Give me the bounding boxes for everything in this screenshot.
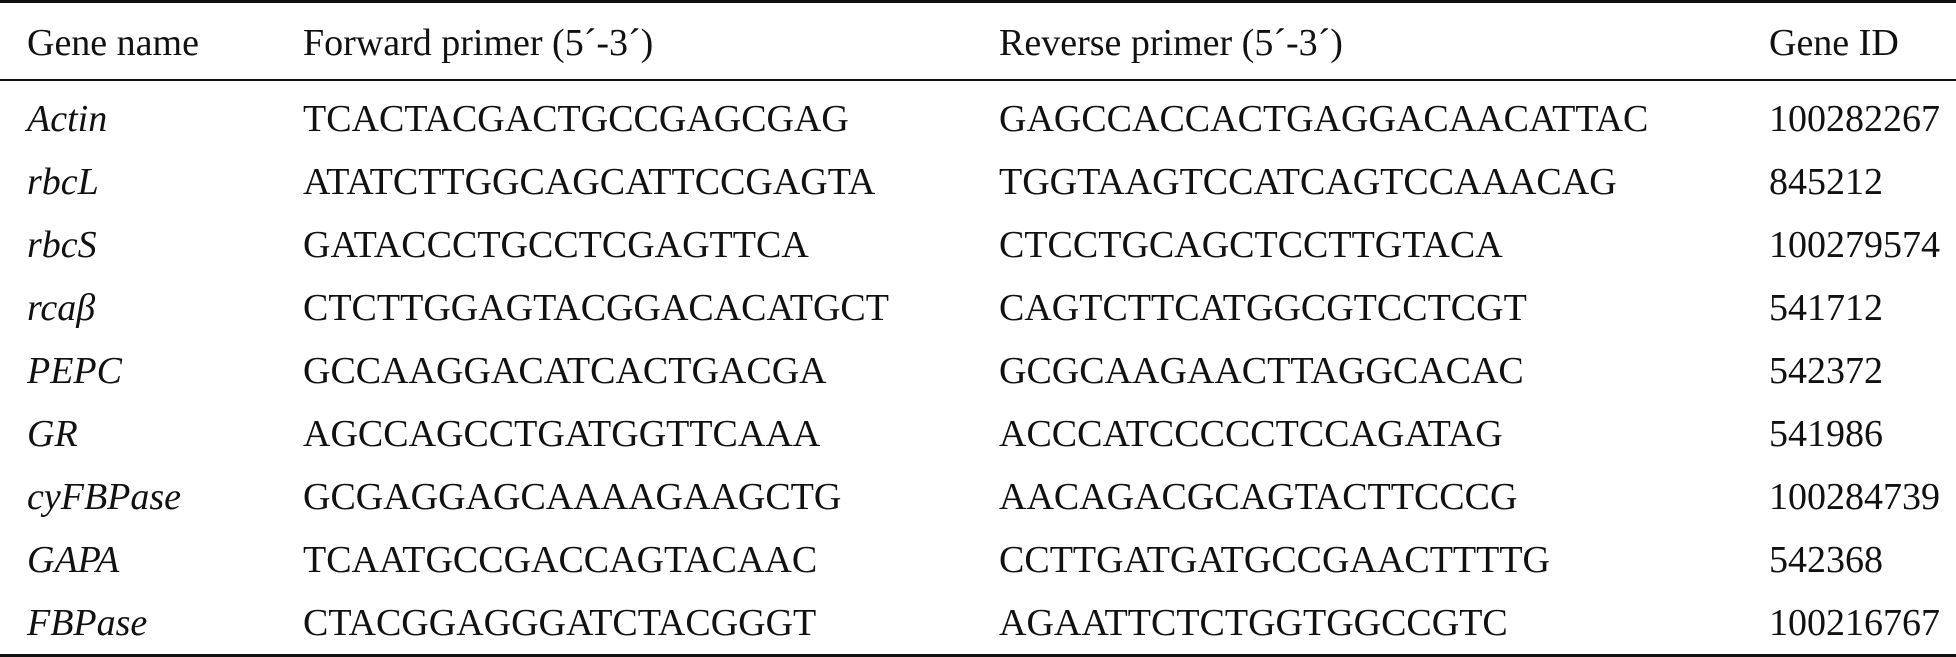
cell-gene-name: rbcL [27,160,99,203]
cell-reverse-primer: AACAGACGCAGTACTTCCCG [999,475,1518,518]
header-reverse-primer: Reverse primer (5´-3´) [999,22,1343,64]
cell-gene-id: 541986 [1769,412,1883,455]
table-row: GR AGCCAGCCTGATGGTTCAAA ACCCATCCCCCTCCAGAT… [0,402,1956,465]
cell-reverse-primer: TGGTAAGTCCATCAGTCCAAACAG [999,160,1617,203]
cell-gene-id: 100282267 [1769,97,1940,140]
header-gene-id: Gene ID [1769,22,1899,64]
table-row: PEPC GCCAAGGACATCACTGACGA GCGCAAGAACTTAGGC… [0,339,1956,402]
cell-forward-primer: GCCAAGGACATCACTGACGA [303,349,827,392]
cell-gene-id: 542368 [1769,538,1883,581]
table-row: rbcS GATACCCTGCCTCGAGTTCA CTCCTGCAGCTCCTTG… [0,213,1956,276]
cell-gene-name: Actin [27,97,108,140]
table-row: FBPase CTACGGAGGGATCTACGGGT AGAATTCTCTGGTG… [0,591,1956,656]
cell-forward-primer: ATATCTTGGCAGCATTCCGAGTA [303,160,876,203]
table-header: Gene name Forward primer (5´-3´) Reverse… [0,1,1956,80]
table-row: rbcL ATATCTTGGCAGCATTCCGAGTA TGGTAAGTCCATC… [0,150,1956,213]
header-gene-name: Gene name [27,22,199,64]
cell-reverse-primer: CAGTCTTCATGGCGTCCTCGT [999,286,1527,329]
cell-gene-id: 100284739 [1769,475,1940,518]
cell-forward-primer: TCACTACGACTGCCGAGCGAG [303,97,849,140]
cell-forward-primer: CTCTTGGAGTACGGACACATGCT [303,286,889,329]
cell-gene-name: GAPA [27,538,120,581]
cell-reverse-primer: CTCCTGCAGCTCCTTGTACA [999,223,1503,266]
cell-reverse-primer: GCGCAAGAACTTAGGCACAC [999,349,1524,392]
cell-gene-id: 541712 [1769,286,1883,329]
header-forward-primer: Forward primer (5´-3´) [303,22,654,64]
cell-gene-name: FBPase [27,601,148,644]
cell-reverse-primer: ACCCATCCCCCTCCAGATAG [999,412,1503,455]
cell-gene-name: GR [27,412,78,455]
cell-gene-id: 100216767 [1769,601,1940,644]
cell-forward-primer: GCGAGGAGCAAAAGAAGCTG [303,475,842,518]
cell-gene-name: rbcS [27,223,97,266]
cell-reverse-primer: AGAATTCTCTGGTGGCCGTC [999,601,1508,644]
cell-gene-id: 845212 [1769,160,1883,203]
table-row: cyFBPase GCGAGGAGCAAAAGAAGCTG AACAGACGCAGT… [0,465,1956,528]
cell-forward-primer: TCAATGCCGACCAGTACAAC [303,538,818,581]
table-body: Actin TCACTACGACTGCCGAGCGAG GAGCCACCACTGAG… [0,80,1956,656]
cell-gene-id: 100279574 [1769,223,1940,266]
table-row: GAPA TCAATGCCGACCAGTACAAC CCTTGATGATGCCGAA… [0,528,1956,591]
cell-reverse-primer: GAGCCACCACTGAGGACAACATTAC [999,97,1649,140]
table-row: rcaβ CTCTTGGAGTACGGACACATGCT CAGTCTTCATGGC… [0,276,1956,339]
cell-forward-primer: AGCCAGCCTGATGGTTCAAA [303,412,821,455]
table-row: Actin TCACTACGACTGCCGAGCGAG GAGCCACCACTGAG… [0,80,1956,150]
cell-gene-name: cyFBPase [27,475,182,518]
cell-gene-id: 542372 [1769,349,1883,392]
cell-gene-name: PEPC [27,349,122,392]
cell-forward-primer: GATACCCTGCCTCGAGTTCA [303,223,809,266]
cell-gene-name: rcaβ [27,286,96,329]
header-row: Gene name Forward primer (5´-3´) Reverse… [0,1,1956,80]
cell-reverse-primer: CCTTGATGATGCCGAACTTTTG [999,538,1550,581]
cell-forward-primer: CTACGGAGGGATCTACGGGT [303,601,817,644]
